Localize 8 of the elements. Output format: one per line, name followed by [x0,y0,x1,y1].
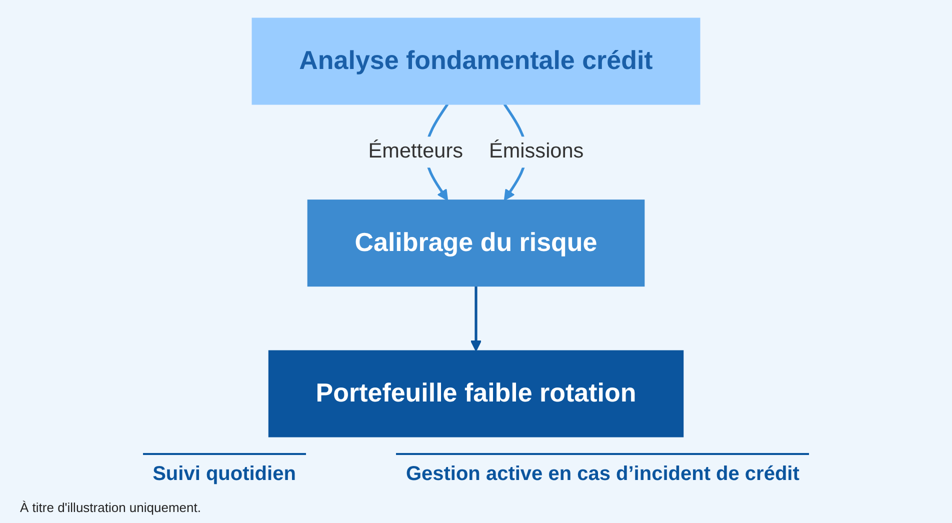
process-box: Portefeuille faible rotation [268,350,684,438]
heading-text: Gestion active en cas d’incident de crédit [396,453,810,486]
process-box: Calibrage du risque [307,200,645,287]
edge-label: Émissions [489,136,584,168]
note-text: À titre d'illustration uniquement. [20,500,202,515]
edge-label: Émetteurs [368,136,464,168]
process-box: Analyse fondamentale crédit [252,18,700,105]
heading-text: Suivi quotidien [142,453,306,486]
